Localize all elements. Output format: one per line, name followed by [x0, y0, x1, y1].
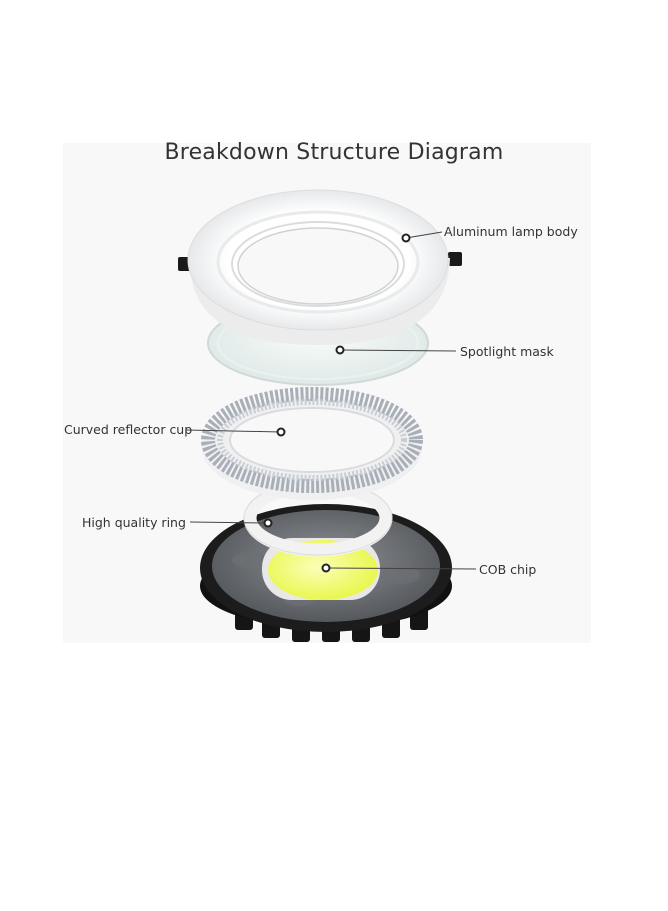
- reflector-cup: [201, 387, 423, 500]
- callout-quality-ring: High quality ring: [82, 515, 186, 530]
- lamp-body-trim: [178, 189, 462, 345]
- diagram-title: Breakdown Structure Diagram: [164, 140, 504, 165]
- callout-lamp-body: Aluminum lamp body: [444, 224, 578, 239]
- callout-dot-reflector-cup: [276, 427, 286, 437]
- callout-spotlight-mask: Spotlight mask: [460, 344, 554, 359]
- callout-dot-lamp-body: [401, 233, 411, 243]
- callout-cob-chip: COB chip: [479, 562, 537, 577]
- callout-dot-quality-ring: [263, 518, 273, 528]
- callout-dot-spotlight-mask: [335, 345, 345, 355]
- callout-reflector-cup: Curved reflector cup: [64, 422, 193, 437]
- lamp-housing: [200, 504, 452, 642]
- callout-dot-cob-chip: [321, 563, 331, 573]
